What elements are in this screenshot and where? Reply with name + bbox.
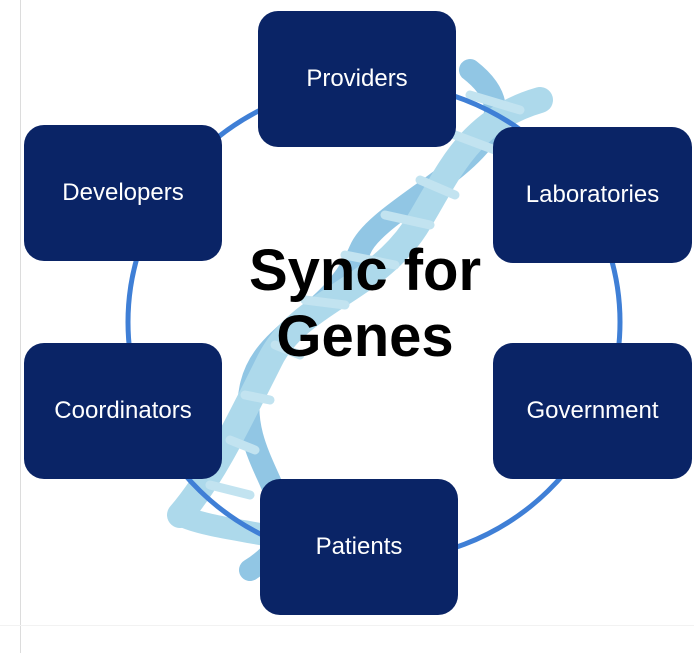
center-title-line1: Sync for xyxy=(248,238,482,303)
node-patients: Patients xyxy=(260,479,458,615)
node-coordinators: Coordinators xyxy=(24,343,222,479)
node-label: Patients xyxy=(315,533,403,560)
node-label: Laboratories xyxy=(525,181,660,208)
bottom-divider xyxy=(0,625,694,626)
dna-helix-watermark xyxy=(167,59,553,581)
node-label: Providers xyxy=(306,65,408,92)
node-providers: Providers xyxy=(258,11,456,147)
node-laboratories: Laboratories xyxy=(493,127,692,263)
node-label: Coordinators xyxy=(54,397,192,424)
node-label: Developers xyxy=(62,179,184,206)
node-developers: Developers xyxy=(24,125,222,261)
node-label: Government xyxy=(526,397,659,424)
center-title: Sync for Genes xyxy=(200,238,530,370)
center-title-line2: Genes xyxy=(276,304,454,369)
node-government: Government xyxy=(493,343,692,479)
left-divider xyxy=(20,0,21,653)
